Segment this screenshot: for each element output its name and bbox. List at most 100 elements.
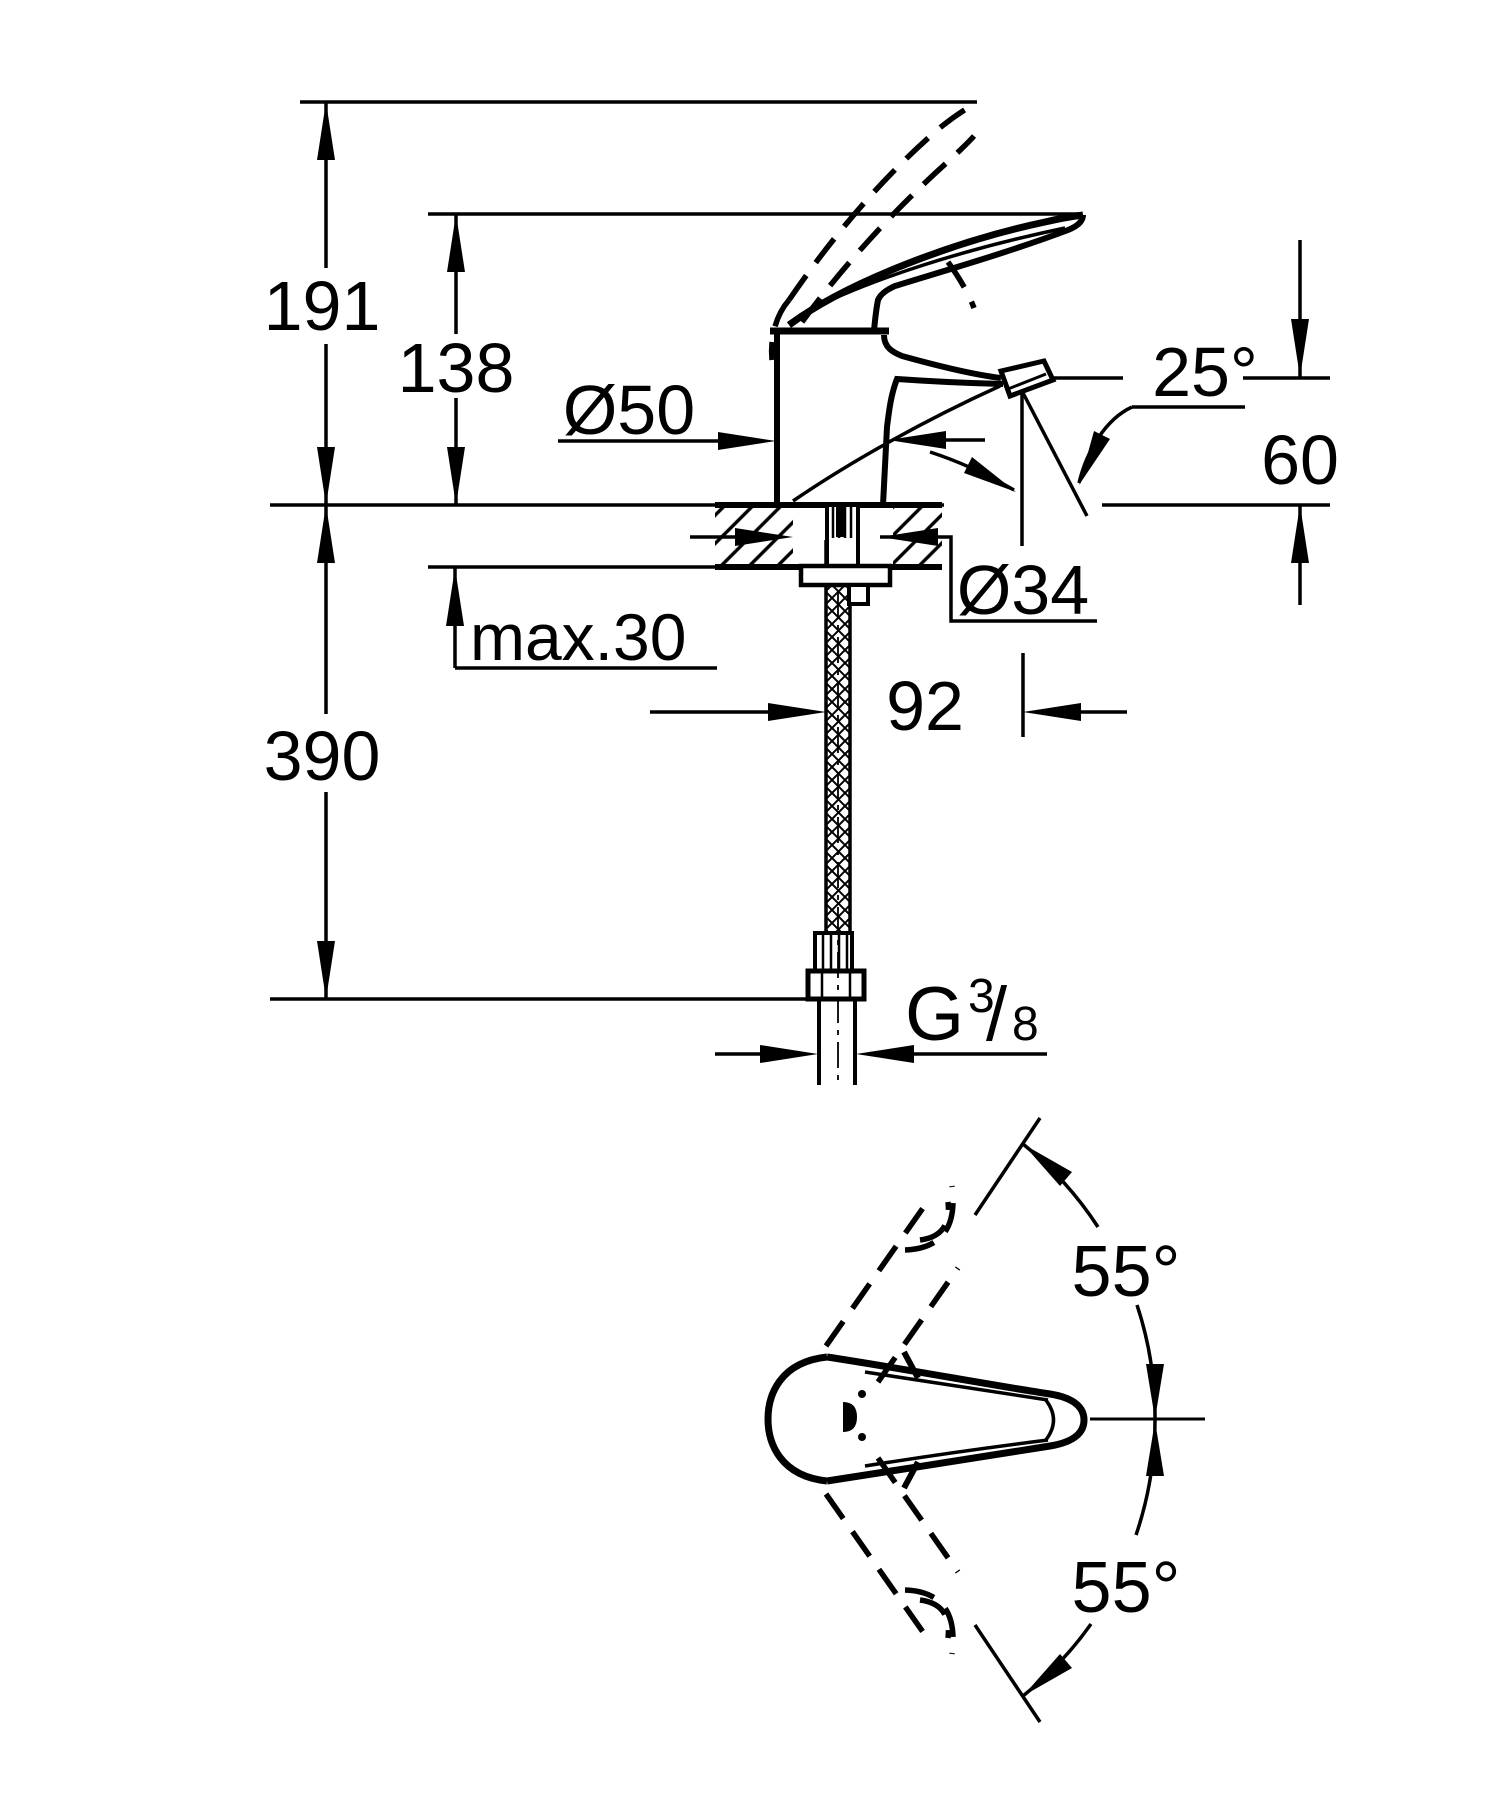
dim-191: 191 (264, 102, 381, 505)
lever-underside (871, 214, 1086, 332)
dim-138: 138 (398, 214, 515, 505)
shank-stud (836, 507, 845, 537)
dim-dia34: Ø34 (690, 528, 1097, 629)
knob-cartridge-mark (843, 1402, 857, 1432)
mounting-hole-label: Ø34 (957, 551, 1089, 629)
arrowhead (317, 102, 335, 160)
deck-thickness-label: max.30 (470, 600, 686, 674)
thread-label: G3/8 (905, 970, 1039, 1057)
dashed-tip-cap-inner (919, 1597, 952, 1639)
swing-arc-lower-a (1134, 1419, 1157, 1536)
hose-length-label: 390 (264, 717, 381, 795)
dim-390: 390 (264, 505, 381, 999)
swing-upper-label: 55° (1072, 1232, 1181, 1312)
arrowhead (718, 432, 776, 450)
handle-plan-solid (764, 1353, 1205, 1485)
raised-lever-butt-arc (768, 298, 792, 361)
arrowhead (446, 568, 464, 626)
dim-55-lower: 55° (973, 1419, 1181, 1723)
arrowhead (964, 457, 1016, 492)
g38-tube (817, 999, 857, 1085)
overall-height-label: 191 (264, 267, 381, 345)
arrowhead (1146, 1421, 1164, 1476)
faucet-lever-solid (786, 211, 1086, 332)
tip-inner-arc (1043, 1397, 1056, 1443)
body-diameter-label: Ø50 (563, 371, 695, 449)
dashed-tip-cap-outer (904, 1185, 956, 1253)
dashed-edge-inner (875, 1266, 961, 1384)
arrowhead (1291, 319, 1309, 377)
spout-underside-and-body-right-edge (880, 375, 1004, 506)
outlet-axis-line (1020, 390, 1089, 517)
hex-nut (805, 968, 867, 1002)
arrowhead (1023, 1654, 1072, 1696)
arrowhead (1079, 431, 1110, 485)
ferrule-ribs (821, 935, 849, 969)
arrowhead (760, 1045, 818, 1063)
arrowhead (888, 431, 946, 449)
raised-lever-inner-edge (799, 134, 977, 324)
dim-max30: max.30 (446, 568, 717, 674)
shank-nut (798, 563, 893, 588)
connector-nut (805, 592, 867, 1085)
crossing-tick (901, 1460, 921, 1490)
dashed-tip-cap-outer (904, 1587, 956, 1655)
raised-lever-outer-edge (786, 99, 980, 302)
lever-inner-lower (864, 1438, 1049, 1468)
lever-inner-line (799, 226, 1066, 317)
arrowhead (768, 703, 826, 721)
dim-25deg: 25° (929, 333, 1258, 546)
knob-outline (764, 1353, 828, 1485)
arrowhead (735, 528, 793, 546)
spout-angle-label: 25° (1152, 333, 1258, 411)
arrowhead (447, 214, 465, 272)
dim-92: 92 (650, 653, 1127, 745)
body-inner-sweep (792, 384, 1001, 503)
spout-top-edge (881, 334, 1002, 381)
faucet-body (770, 327, 1057, 506)
plan-view: 55° 55° (764, 1117, 1205, 1723)
dim-g38: G3/8 (715, 970, 1047, 1063)
arrowhead (447, 447, 465, 505)
aerator-block (997, 358, 1057, 400)
spout-reach-label: 92 (886, 667, 964, 745)
lever-height-label: 138 (398, 329, 515, 407)
extension-line (973, 1624, 1042, 1723)
lever-outline (826, 1353, 1088, 1485)
dim-dia50: Ø50 (558, 371, 985, 450)
reference-lines (270, 100, 1330, 1001)
arrowhead (856, 1045, 914, 1063)
faucet-lever-dashed (768, 99, 980, 361)
dashed-tip-cap-inner (919, 1201, 952, 1243)
arrowhead (317, 941, 335, 999)
lever-inner-upper (864, 1370, 1049, 1402)
dim-55-upper: 55° (973, 1117, 1181, 1421)
arrowhead (1023, 703, 1081, 721)
shank-stub (847, 583, 870, 606)
outlet-height-label: 60 (1261, 421, 1339, 499)
handle-plan-dashed-upper (823, 1185, 961, 1384)
swing-lower-label: 55° (1072, 1548, 1181, 1628)
leader-line (880, 535, 1097, 623)
swing-arc-upper-b (1135, 1304, 1157, 1421)
arrowhead (1291, 505, 1309, 563)
dashed-edge-inner (875, 1456, 961, 1574)
knob-dot-lower (858, 1433, 866, 1441)
extension-line (973, 1117, 1042, 1216)
lever-top-edge (786, 211, 1084, 328)
arrowhead (1146, 1364, 1164, 1419)
knob-dot-upper (858, 1390, 866, 1398)
side-view: 25° 191 138 390 Ø50 (264, 99, 1339, 1085)
dashed-edge-outer (823, 1492, 933, 1644)
dashed-edge-outer (823, 1196, 933, 1348)
aerator-inner-line (1007, 372, 1047, 391)
dim-60: 60 (1261, 240, 1339, 605)
arrowhead (1023, 1144, 1072, 1186)
mounting-shank (798, 503, 893, 606)
hex-nut-facets (820, 971, 852, 999)
raised-lever-front-edge (945, 260, 977, 309)
arrowhead (317, 505, 335, 563)
arrowhead (317, 447, 335, 505)
